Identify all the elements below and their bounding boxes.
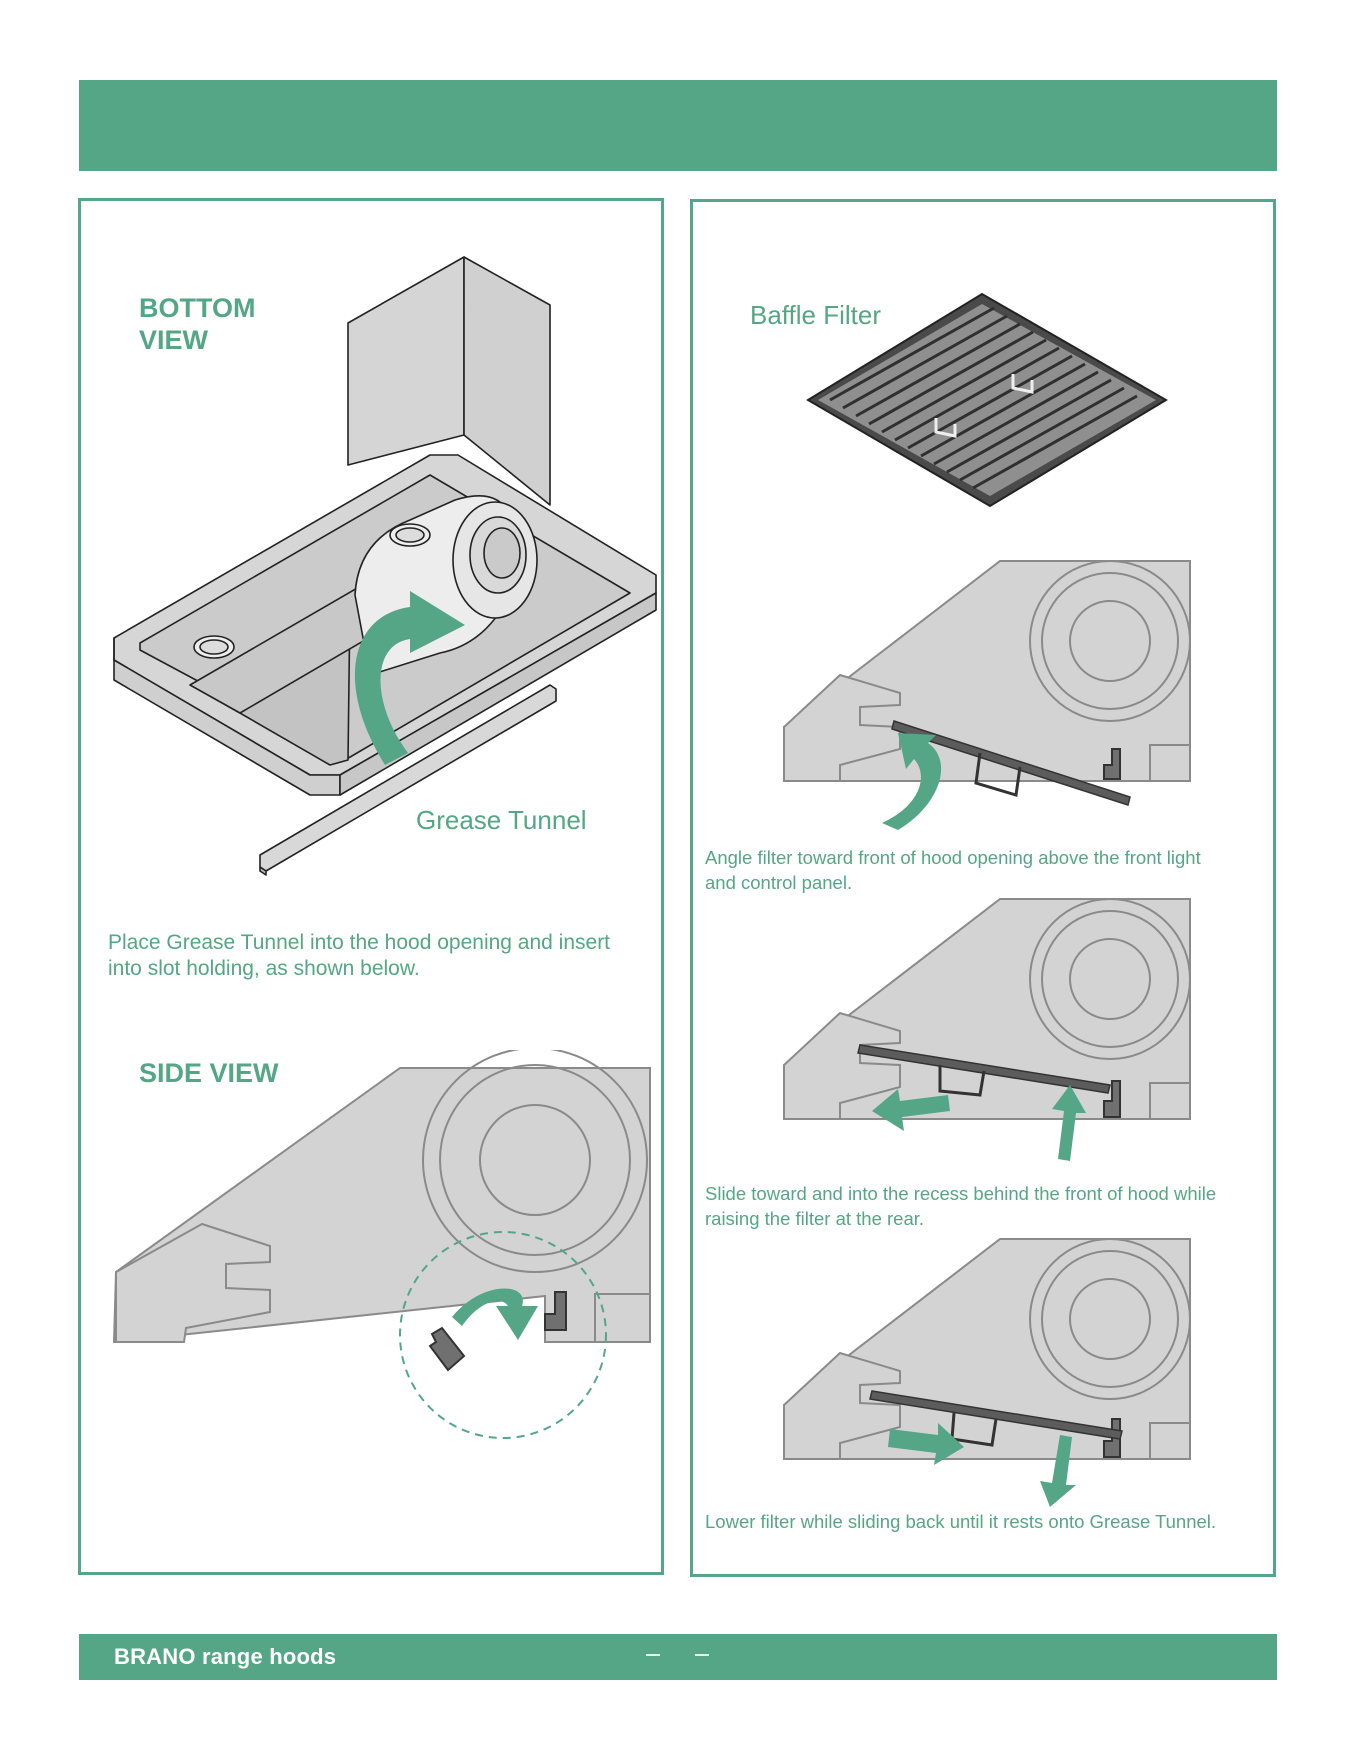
side-view-illustration [112,1050,651,1439]
footer-bar: BRANO range hoods [79,1634,1277,1680]
left-instruction-line2: into slot holding, as shown below. [108,957,420,980]
step3-illustration [783,1238,1191,1507]
step1-caption-line2: and control panel. [705,872,853,893]
straight-arrow-icon [888,1423,964,1465]
hood-bottom-view-illustration [113,256,657,876]
straight-arrow-icon [872,1089,950,1131]
baffle-filter-illustration [806,292,1168,508]
straight-arrow-icon [1052,1085,1086,1161]
right-panel [690,199,1276,1577]
straight-arrow-icon [1040,1435,1076,1507]
baffle-filter-label: Baffle Filter [750,300,882,330]
step2-illustration [783,898,1191,1161]
footer-dash-right [695,1654,709,1656]
step3-caption: Lower filter while sliding back until it… [705,1511,1217,1532]
left-panel [78,198,664,1575]
grease-tunnel-label: Grease Tunnel [416,805,587,835]
step2-caption: Slide toward and into the recess behind … [705,1181,1216,1231]
curved-arrow-icon [882,733,942,830]
left-instruction: Place Grease Tunnel into the hood openin… [108,930,610,982]
header-bar [79,80,1277,171]
step1-caption-line1: Angle filter toward front of hood openin… [705,847,1201,868]
footer-dash-left [646,1654,660,1656]
step2-caption-line1: Slide toward and into the recess behind … [705,1183,1217,1204]
side-view-label: SIDE VIEW [139,1058,279,1088]
step1-caption: Angle filter toward front of hood openin… [705,845,1201,895]
curved-arrow-icon [354,591,465,765]
bottom-view-label: BOTTOM VIEW [139,292,256,356]
step2-caption-line2: raising the filter at the rear. [705,1208,925,1229]
curved-arrow-icon [452,1288,538,1340]
left-instruction-line1: Place Grease Tunnel into the hood openin… [108,931,611,954]
bottom-view-label-line1: BOTTOM [139,293,256,323]
footer-brand: BRANO range hoods [114,1644,337,1669]
step1-illustration [783,560,1191,830]
bottom-view-label-line2: VIEW [139,325,209,355]
